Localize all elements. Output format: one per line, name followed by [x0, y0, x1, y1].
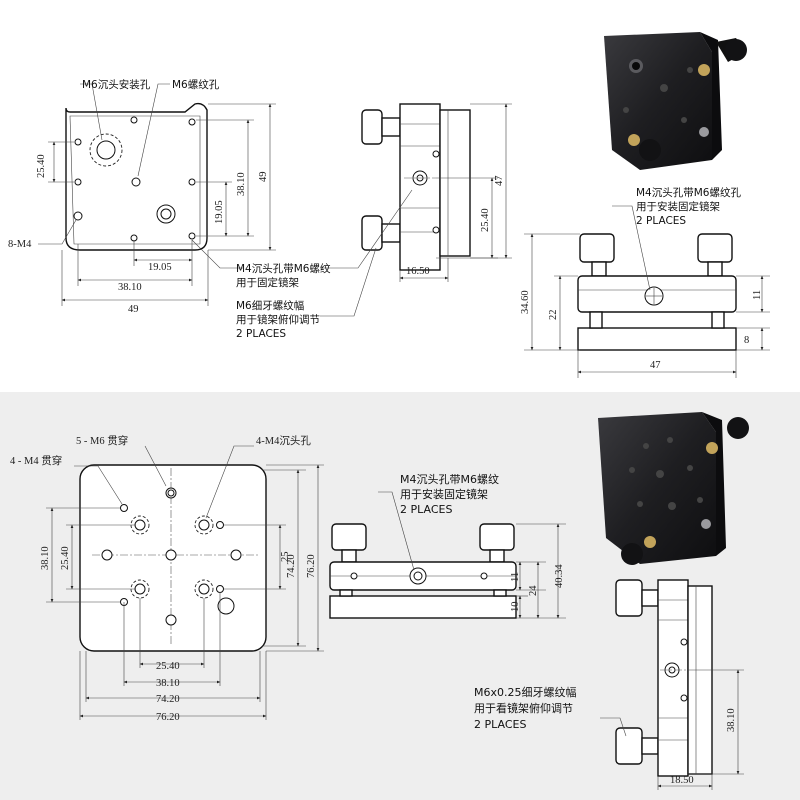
bottom-side-view: M6x0.25细牙螺纹幅 用于看镜架俯仰调节 2 PLACES 38.10 18… [474, 579, 744, 790]
top-side-view: M4沉头孔带M6螺纹孔 用于安装固定镜架 2 PLACES 34.60 22 1… [520, 186, 770, 378]
dim-8: 8 [744, 335, 749, 346]
dim-49-vertical: 49 [258, 172, 269, 183]
dim-40-34: 40.34 [554, 564, 565, 588]
callout-2-places: 2 PLACES [236, 328, 286, 340]
bottom-front-view: M4沉头孔带M6螺纹 用于安装固定镜架 2 PLACES 11 24 40.34… [329, 472, 566, 619]
top-plan-view: M6沉头安装孔 M6螺纹孔 8-M4 25.40 49 38.10 19.05 … [8, 78, 276, 315]
side-callout-line1: M4沉头孔带M6螺纹孔 [636, 186, 741, 199]
callout-m6-fine-thread: M6细牙螺纹幅 [236, 299, 304, 312]
dim-11: 11 [752, 290, 763, 300]
dim-25-vertical: 25 [280, 552, 291, 563]
dim-38-10-vertical: 38.10 [236, 172, 247, 196]
dim-22: 22 [548, 310, 559, 321]
dim-47: 47 [494, 176, 505, 187]
bottom-plan-view: 5 - M6 贯穿 4-M4沉头孔 4 - M4 贯穿 38.10 25.40 … [10, 434, 324, 723]
dim-49-horizontal: 49 [128, 304, 139, 315]
label-4-m4-countersunk: 4-M4沉头孔 [256, 434, 311, 447]
dim-24: 24 [528, 585, 539, 596]
dim-10: 10 [510, 602, 521, 613]
dim-25-40: 25.40 [480, 208, 491, 232]
dim-25-40: 25.40 [36, 154, 47, 178]
dim-74-20-vertical: 74.20 [286, 554, 297, 578]
dim-11: 11 [510, 572, 521, 582]
callout-m4-countersunk: M4沉头孔带M6螺纹 [236, 262, 331, 275]
dim-19-05-vertical: 19.05 [214, 200, 225, 224]
top-product-photo [604, 32, 747, 170]
dim-25-40-vertical: 25.40 [60, 546, 71, 570]
dim-34-60: 34.60 [520, 290, 531, 314]
label-4-m4-through: 4 - M4 贯穿 [10, 454, 62, 467]
dim-25-40-horizontal: 25.40 [156, 661, 180, 672]
front-callout-line1: M4沉头孔带M6螺纹 [400, 472, 499, 486]
label-thread-hole: M6螺纹孔 [172, 78, 220, 91]
label-8-m4: 8-M4 [8, 239, 32, 250]
dim-38-10-horizontal: 38.10 [156, 678, 180, 689]
dim-74-20-horizontal: 74.20 [156, 694, 180, 705]
side-callout-line2: 用于看镜架俯仰调节 [474, 701, 573, 715]
side-callout-line2: 用于安装固定镜架 [636, 200, 720, 213]
dim-19-05-horizontal: 19.05 [148, 262, 172, 273]
side-callout-line3: 2 PLACES [636, 215, 686, 227]
front-callout-line3: 2 PLACES [400, 503, 452, 516]
label-countersunk-hole: M6沉头安装孔 [82, 78, 151, 91]
dim-38-10-horizontal: 38.10 [118, 282, 142, 293]
dim-76-20-vertical: 76.20 [306, 554, 317, 578]
bottom-product-photo [598, 412, 749, 565]
dim-38-10-vertical: 38.10 [40, 546, 51, 570]
label-5-m6-through: 5 - M6 贯穿 [76, 434, 128, 447]
dim-76-20-horizontal: 76.20 [156, 712, 180, 723]
dim-47: 47 [650, 360, 661, 371]
side-callout-line3: 2 PLACES [474, 718, 526, 731]
dim-18-50: 18.50 [670, 775, 694, 786]
top-front-view: 47 25.40 16.50 M4沉头孔带M6螺纹 用于固定镜架 M6细牙螺纹幅… [236, 103, 512, 340]
callout-pitch-adjust: 用于镜架俯仰调节 [236, 313, 320, 326]
callout-fix-mirror: 用于固定镜架 [236, 276, 299, 289]
dim-38-10: 38.10 [726, 708, 737, 732]
dim-16-50: 16.50 [406, 266, 430, 277]
front-callout-line2: 用于安装固定镜架 [400, 487, 488, 501]
side-callout-line1: M6x0.25细牙螺纹幅 [474, 685, 577, 699]
